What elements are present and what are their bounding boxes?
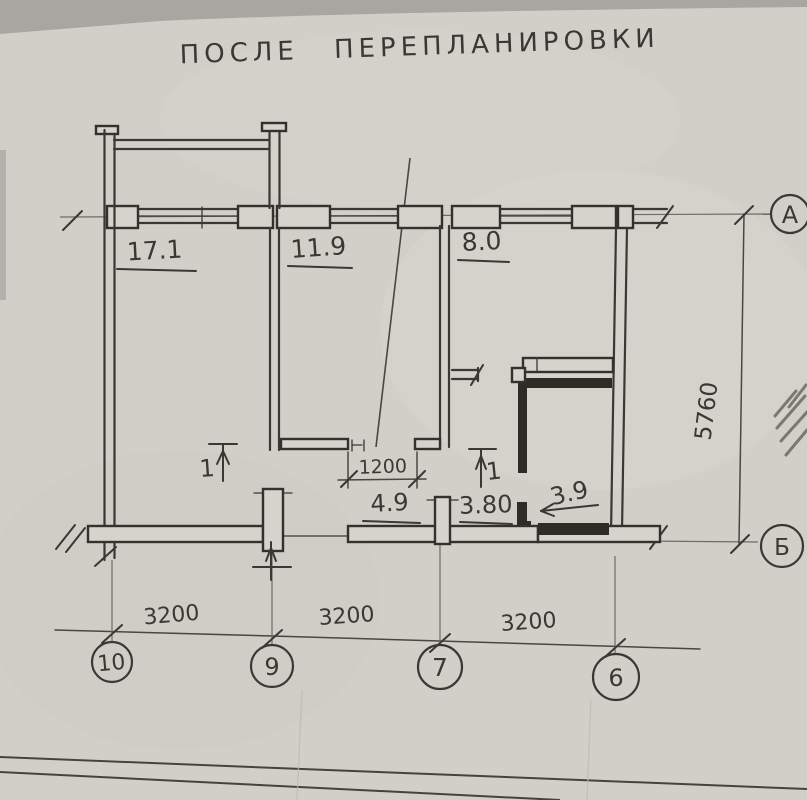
west-wall <box>94 128 117 567</box>
room-hall-area: 4.9 <box>370 488 410 518</box>
room-kitchen-area: 8.0 <box>461 226 502 257</box>
room-wc-area: 3.80 <box>459 490 513 520</box>
section-marker-bottom <box>252 541 292 581</box>
paper-texture <box>0 30 807 750</box>
south-wall <box>86 487 662 553</box>
room-bedroom-area: 11.9 <box>290 231 348 264</box>
axis-row-b: Б <box>774 535 790 561</box>
kitchen-wall-stub <box>450 364 484 386</box>
bottom-dimensions: 3200 3200 3200 <box>142 601 557 637</box>
section-marker-left: 1 <box>198 443 238 483</box>
wall-piers <box>105 204 635 230</box>
section-label-left: 1 <box>198 454 215 483</box>
door-dimension: 1200 <box>337 451 427 489</box>
axis-col-7: 7 <box>432 653 448 682</box>
axis-col-6: 6 <box>608 664 623 692</box>
sheet-frame-lines <box>0 689 807 800</box>
span-9-7: 3200 <box>318 602 376 631</box>
bathroom-walls <box>510 356 615 527</box>
span-10-9: 3200 <box>142 601 200 631</box>
axis-col-10: 10 <box>96 650 126 677</box>
door-width-value: 1200 <box>358 455 407 479</box>
window-band <box>136 206 669 229</box>
top-edge-shadow <box>0 0 807 34</box>
east-wall <box>609 226 629 535</box>
room-living-area: 17.1 <box>126 235 183 267</box>
partition-bedroom-kitchen <box>438 224 451 449</box>
balcony <box>94 121 288 210</box>
north-wall <box>105 204 669 230</box>
axis-row-a: А <box>782 201 799 229</box>
span-7-6: 3200 <box>500 608 558 637</box>
section-label-right: 1 <box>485 457 503 486</box>
bedroom-south-wall <box>279 437 442 452</box>
room-labels: 17.1 11.9 8.0 4.9 3.80 3.9 <box>116 226 599 525</box>
section-marker-right: 1 <box>468 448 503 488</box>
partition-living-bedroom <box>268 226 281 452</box>
pen-scribbles <box>773 383 807 457</box>
axis-bubbles: А Б 10 9 7 6 <box>90 193 807 702</box>
axis-col-9: 9 <box>264 653 279 681</box>
